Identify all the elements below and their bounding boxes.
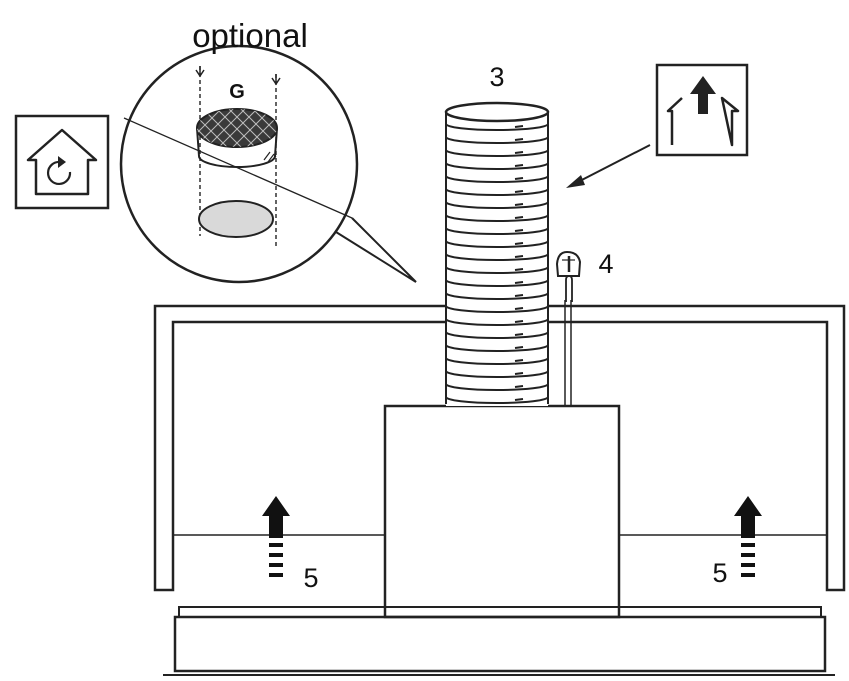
duct-rib-mark [514,268,524,271]
duct-rib-mark [514,151,524,154]
duct-rib [445,175,549,183]
duct-rib [445,370,549,378]
duct-rib-mark [514,346,524,349]
duct-rib [445,201,549,209]
duct-rib-mark [514,164,524,167]
duct-rib-mark [514,398,524,401]
duct-rib [445,227,549,235]
duct-rib-mark [514,359,524,362]
filter-mount-hole [198,200,274,238]
duct-rib [445,396,549,404]
duct-rib-mark [514,320,524,323]
house-extraction-icon [655,63,749,157]
duct-rib-mark [514,372,524,375]
extraction-pointer-arrow [566,144,651,188]
duct-rib-mark [514,307,524,310]
flexible-duct [444,101,550,406]
duct-rib [445,344,549,352]
motor-housing [383,404,621,619]
duct-rib [445,136,549,144]
optional-label: optional [192,17,308,54]
charcoal-filter-g [196,108,278,168]
connector-label-4: 4 [598,249,613,279]
power-connector [555,250,582,406]
duct-ribs [445,123,549,404]
duct-label-3: 3 [489,62,504,92]
duct-rib [445,149,549,157]
duct-rib-mark [514,333,524,336]
airflow-arrow-left [262,496,290,577]
duct-rib [445,188,549,196]
duct-rib-mark [514,190,524,193]
airflow-label-5-right: 5 [712,558,727,588]
duct-rib [445,357,549,365]
duct-rib [445,318,549,326]
duct-rib-mark [514,255,524,258]
duct-rib [445,214,549,222]
duct-rib-mark [514,242,524,245]
filter-g-label: G [229,81,245,103]
duct-rib [445,123,549,131]
duct-rib-mark [514,203,524,206]
duct-rib [445,279,549,287]
duct-rib-mark [514,294,524,297]
airflow-label-5-left: 5 [303,563,318,593]
duct-rib [445,383,549,391]
duct-rib [445,305,549,313]
duct-rib-mark [514,138,524,141]
duct-rib [445,331,549,339]
house-recirculation-icon [14,114,110,210]
duct-rib-mark [514,281,524,284]
airflow-arrow-right [734,496,762,577]
duct-rib [445,266,549,274]
duct-rib-mark [514,125,524,128]
zoom-balloon [119,44,417,284]
duct-rib-mark [514,177,524,180]
duct-rib [445,240,549,248]
duct-rib [445,253,549,261]
duct-rib-mark [514,216,524,219]
duct-rib [445,292,549,300]
duct-rib [445,162,549,170]
duct-rib-mark [514,229,524,232]
duct-rib-mark [514,385,524,388]
